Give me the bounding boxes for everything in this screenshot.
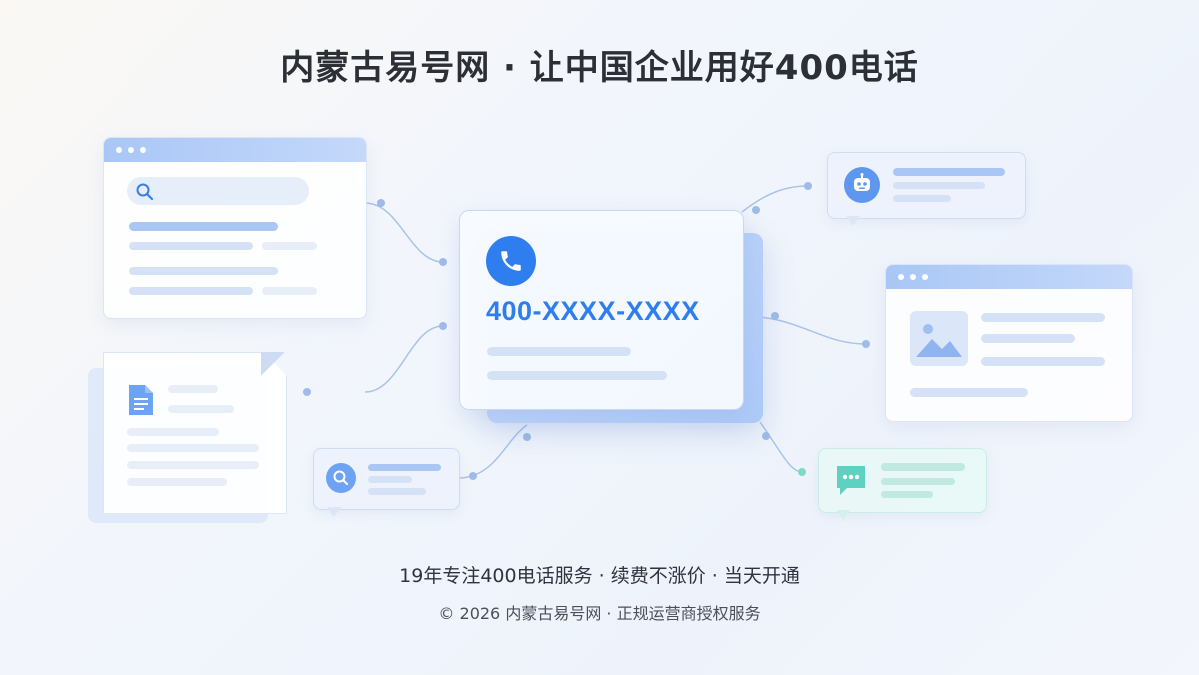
result-line	[129, 287, 253, 295]
message-line	[881, 491, 933, 498]
message-line	[893, 168, 1005, 176]
image-icon	[910, 311, 968, 366]
result-line	[129, 267, 278, 275]
content-line	[910, 388, 1028, 397]
content-line	[981, 334, 1075, 343]
tagline: 19年专注400电话服务 · 续费不涨价 · 当天开通	[399, 565, 800, 587]
document-line	[168, 405, 234, 413]
bubble-tail	[836, 510, 850, 520]
message-line	[881, 478, 955, 485]
search-icon	[333, 470, 349, 486]
document-fold	[261, 352, 285, 376]
document-line	[127, 428, 219, 436]
document-line	[168, 385, 218, 393]
bubble-tail	[327, 507, 341, 517]
document-line	[127, 461, 259, 469]
card-line	[487, 347, 631, 356]
copyright: © 2026 内蒙古易号网 · 正规运营商授权服务	[438, 604, 761, 623]
robot-icon	[854, 173, 870, 191]
bubble-tail	[846, 216, 860, 226]
search-badge	[326, 463, 356, 493]
chat-icon	[837, 466, 865, 495]
document-line	[127, 478, 227, 486]
search-bar	[127, 177, 309, 205]
page-title: 内蒙古易号网 · 让中国企业用好400电话	[280, 48, 919, 88]
document-line	[127, 444, 259, 452]
search-icon	[136, 183, 154, 201]
message-line	[368, 464, 441, 471]
message-line	[368, 476, 412, 483]
message-line	[881, 463, 965, 471]
window-title-bar	[104, 138, 366, 162]
card-line	[487, 371, 667, 380]
message-line	[893, 182, 985, 189]
message-line	[368, 488, 426, 495]
message-line	[893, 195, 951, 202]
result-line	[262, 287, 317, 295]
phone-icon	[486, 236, 536, 286]
result-line	[129, 242, 253, 250]
result-line	[262, 242, 317, 250]
result-line	[129, 222, 278, 231]
window-title-bar	[886, 265, 1132, 289]
content-line	[981, 357, 1105, 366]
content-line	[981, 313, 1105, 322]
document-icon	[129, 385, 153, 415]
phone-number: 400-XXXX-XXXX	[486, 296, 700, 326]
